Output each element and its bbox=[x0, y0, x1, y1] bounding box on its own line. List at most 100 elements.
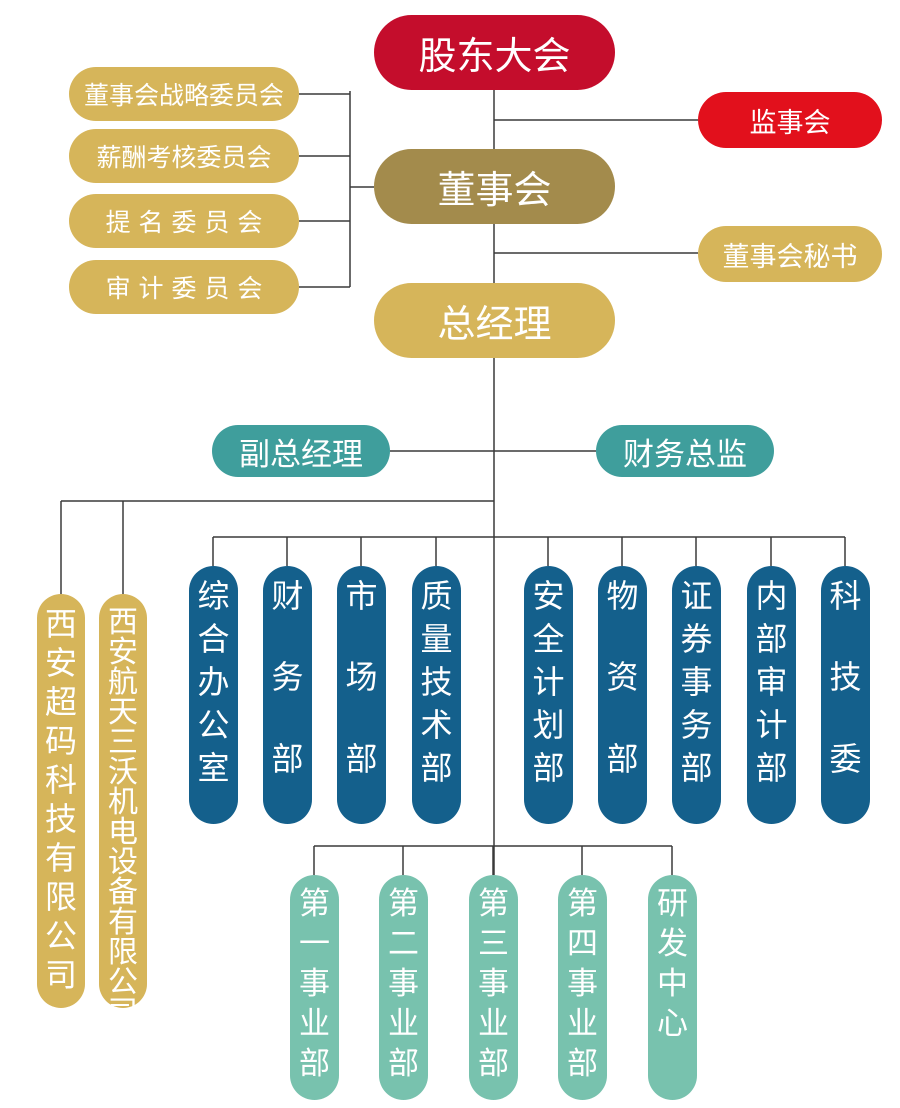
department-node-1-char: 办 bbox=[197, 663, 230, 701]
department-node-1-char: 公 bbox=[197, 706, 230, 744]
subsidiary-node-1-char: 有 bbox=[44, 839, 77, 877]
general-manager-label: 总经理 bbox=[437, 302, 552, 346]
committee-strategy-node: 董事会战略委员会 bbox=[69, 67, 299, 121]
division-node-1: 第一事业部 bbox=[290, 875, 339, 1100]
department-node-3: 市场部 bbox=[337, 566, 386, 824]
committee-compensation-label: 薪酬考核委员会 bbox=[96, 143, 272, 172]
subsidiary-node-2-char: 西 bbox=[108, 605, 138, 640]
subsidiary-node-1-char: 码 bbox=[44, 722, 77, 760]
subsidiary-node-1-char: 限 bbox=[44, 878, 77, 916]
division-node-2-char: 二 bbox=[388, 926, 419, 962]
division-node-5-char: 发 bbox=[657, 926, 688, 962]
department-node-9-char: 技 bbox=[829, 658, 862, 697]
department-node-7-char: 务 bbox=[680, 706, 713, 744]
department-node-1-char: 室 bbox=[197, 749, 230, 787]
subsidiary-node-2-char: 三 bbox=[108, 725, 138, 760]
subsidiary-node-1-char: 技 bbox=[44, 800, 77, 838]
department-node-6-char: 部 bbox=[606, 739, 639, 778]
general-manager-node: 总经理 bbox=[374, 283, 615, 358]
division-node-3-char: 部 bbox=[478, 1046, 509, 1082]
department-node-7: 证券事务部 bbox=[672, 566, 721, 824]
division-node-3-char: 三 bbox=[478, 926, 509, 962]
department-node-2-char: 财 bbox=[271, 577, 304, 615]
committee-compensation-node: 薪酬考核委员会 bbox=[69, 129, 299, 183]
department-node-3-char: 场 bbox=[345, 658, 378, 697]
department-node-4-char: 部 bbox=[420, 749, 453, 787]
supervisory-board-node: 监事会 bbox=[698, 92, 882, 148]
subsidiary-node-2-char: 沃 bbox=[108, 755, 138, 790]
committee-nomination-node: 提 名 委 员 会 bbox=[69, 194, 299, 248]
subsidiary-node-1: 西安超码科技有限公司 bbox=[37, 594, 85, 1008]
department-node-9: 科技委 bbox=[821, 566, 870, 824]
department-node-1-char: 综 bbox=[197, 577, 230, 615]
subsidiary-node-2-char: 司 bbox=[108, 995, 138, 1030]
department-node-6-char: 物 bbox=[606, 577, 639, 615]
department-node-5-char: 安 bbox=[532, 577, 565, 615]
deputy-gm-node: 副总经理 bbox=[212, 425, 390, 477]
department-node-7-char: 证 bbox=[680, 577, 713, 615]
department-node-2: 财务部 bbox=[263, 566, 312, 824]
subsidiary-node-2-char: 航 bbox=[108, 665, 138, 700]
division-node-4-char: 部 bbox=[567, 1046, 598, 1082]
department-node-3-char: 部 bbox=[345, 739, 378, 778]
division-node-1-char: 第 bbox=[299, 886, 330, 922]
subsidiary-node-1-char: 司 bbox=[44, 956, 77, 994]
division-node-1-char: 业 bbox=[299, 1006, 330, 1042]
department-node-5-char: 计 bbox=[532, 663, 565, 701]
department-node-7-char: 券 bbox=[680, 620, 713, 658]
division-node-1-char: 事 bbox=[299, 966, 330, 1002]
department-node-6: 物资部 bbox=[598, 566, 647, 824]
department-node-8-char: 审 bbox=[755, 663, 788, 701]
department-node-4-char: 术 bbox=[420, 706, 453, 744]
department-node-5-char: 划 bbox=[532, 706, 565, 744]
division-node-2-char: 部 bbox=[388, 1046, 419, 1082]
department-node-5-char: 全 bbox=[532, 620, 565, 658]
department-node-8-char: 部 bbox=[755, 749, 788, 787]
subsidiary-node-2-char: 天 bbox=[108, 695, 138, 730]
committee-audit-label: 审 计 委 员 会 bbox=[105, 274, 263, 303]
board-secretary-label: 董事会秘书 bbox=[722, 241, 858, 273]
department-node-3-char: 市 bbox=[345, 577, 378, 615]
board-of-directors-node: 董事会 bbox=[374, 149, 615, 224]
division-node-3-char: 业 bbox=[478, 1006, 509, 1042]
department-node-7-char: 部 bbox=[680, 749, 713, 787]
department-node-8-char: 内 bbox=[755, 577, 788, 615]
department-node-2-char: 部 bbox=[271, 739, 304, 778]
department-node-4-char: 技 bbox=[420, 663, 453, 701]
subsidiary-node-1-char: 安 bbox=[44, 644, 77, 682]
committee-strategy-label: 董事会战略委员会 bbox=[83, 81, 284, 110]
department-node-1: 综合办公室 bbox=[189, 566, 238, 824]
supervisory-board-label: 监事会 bbox=[749, 107, 831, 139]
division-node-5-char: 心 bbox=[657, 1006, 688, 1042]
shareholders-meeting-node: 股东大会 bbox=[374, 15, 615, 90]
department-node-8-char: 部 bbox=[755, 620, 788, 658]
department-node-1-char: 合 bbox=[197, 620, 230, 658]
division-node-2-char: 第 bbox=[388, 886, 419, 922]
department-node-5: 安全计划部 bbox=[524, 566, 573, 824]
subsidiary-node-1-char: 科 bbox=[44, 761, 77, 799]
cfo-label: 财务总监 bbox=[623, 436, 747, 473]
department-node-6-char: 资 bbox=[606, 658, 639, 697]
department-node-7-char: 事 bbox=[680, 663, 713, 701]
subsidiary-node-2-char: 电 bbox=[108, 815, 138, 850]
subsidiary-node-2-char: 公 bbox=[108, 965, 138, 1000]
division-node-2: 第二事业部 bbox=[379, 875, 428, 1100]
division-node-4-char: 四 bbox=[567, 926, 598, 962]
department-node-2-char: 务 bbox=[271, 658, 304, 697]
committee-audit-node: 审 计 委 员 会 bbox=[69, 260, 299, 314]
subsidiary-node-1-char: 公 bbox=[44, 917, 77, 955]
subsidiary-node-1-char: 超 bbox=[44, 683, 77, 721]
cfo-node: 财务总监 bbox=[596, 425, 774, 477]
subsidiary-node-2: 西安航天三沃机电设备有限公司 bbox=[99, 594, 147, 1028]
department-node-8: 内部审计部 bbox=[747, 566, 796, 824]
department-node-9-char: 委 bbox=[829, 739, 862, 778]
division-node-4-char: 事 bbox=[567, 966, 598, 1002]
deputy-gm-label: 副总经理 bbox=[239, 436, 363, 473]
division-node-1-char: 部 bbox=[299, 1046, 330, 1082]
division-node-4: 第四事业部 bbox=[558, 875, 607, 1100]
board-of-directors-label: 董事会 bbox=[437, 168, 552, 212]
division-node-5-char: 研 bbox=[657, 886, 688, 922]
subsidiary-node-1-char: 西 bbox=[44, 605, 77, 643]
division-node-4-char: 第 bbox=[567, 886, 598, 922]
